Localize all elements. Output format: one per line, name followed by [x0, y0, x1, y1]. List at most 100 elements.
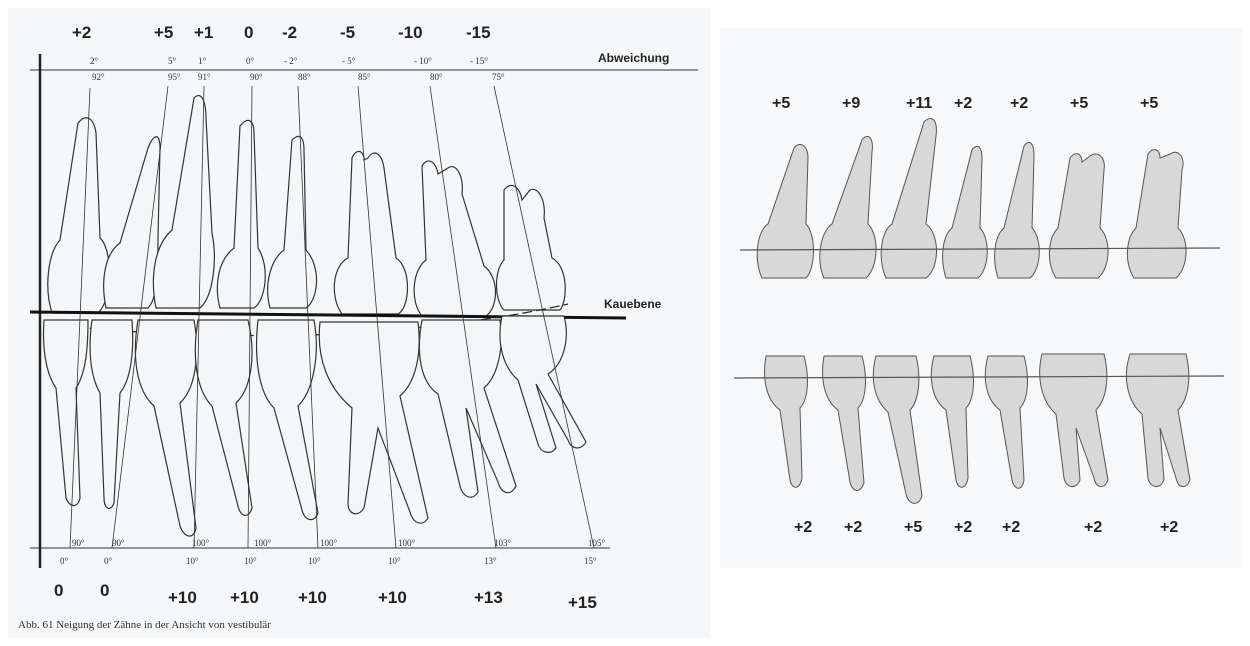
upper-value: +5: [1140, 95, 1158, 112]
top-angle: 88°: [298, 72, 311, 82]
lower-value: +2: [1084, 519, 1102, 536]
bottom-value: +13: [474, 588, 503, 607]
lower-specimen: [873, 356, 922, 503]
top-angle: - 5°: [342, 56, 356, 66]
lower-teeth: [44, 316, 587, 536]
upper-value: +2: [1010, 95, 1028, 112]
upper-tooth: [497, 185, 566, 310]
top-value: -10: [398, 23, 423, 42]
upper-tooth: [334, 151, 407, 314]
bottom-angle: 105°: [588, 538, 606, 548]
top-value: -15: [466, 23, 491, 42]
lower-value: +2: [1002, 519, 1020, 536]
lower-tooth: [195, 320, 252, 515]
upper-tooth: [153, 96, 214, 308]
upper-tooth: [414, 161, 495, 316]
lower-value: +2: [1160, 519, 1178, 536]
bottom-angles: 90° 90° 100° 100° 100° 100° 103° 105° 0°…: [60, 538, 606, 566]
bottom-value: +15: [568, 593, 597, 612]
lower-tooth: [135, 320, 196, 536]
lower-values: +2 +2 +5 +2 +2 +2 +2: [794, 519, 1178, 536]
lower-specimen: [823, 356, 866, 490]
top-angle: - 15°: [470, 56, 488, 66]
bottom-value: 0: [54, 581, 63, 600]
upper-specimen: [943, 146, 988, 278]
figure-caption: Abb. 61 Neigung der Zähne in der Ansicht…: [18, 619, 271, 631]
upper-tooth: [268, 136, 317, 308]
bottom-angle: 90°: [72, 538, 85, 548]
lower-value: +5: [904, 519, 922, 536]
upper-value: +2: [954, 95, 972, 112]
top-angle: 75°: [492, 72, 505, 82]
top-angle: 80°: [430, 72, 443, 82]
lower-specimen: [985, 356, 1027, 488]
top-angle: 95°: [168, 72, 181, 82]
top-angle: 1°: [198, 56, 207, 66]
lower-tooth: [500, 316, 586, 452]
top-value: 0: [244, 23, 253, 42]
bottom-angle: 10°: [308, 556, 321, 566]
bottom-angle: 103°: [494, 538, 512, 548]
bottom-angle: 0°: [60, 556, 69, 566]
upper-specimen: [995, 142, 1040, 278]
bottom-value: +10: [230, 588, 259, 607]
bottom-value: +10: [298, 588, 327, 607]
bottom-angle: 10°: [388, 556, 401, 566]
lower-value: +2: [954, 519, 972, 536]
bottom-angle: 13°: [484, 556, 497, 566]
lower-value: +2: [794, 519, 812, 536]
upper-specimens: [757, 118, 1186, 278]
bottom-value: +10: [168, 588, 197, 607]
bottom-angle: 0°: [104, 556, 113, 566]
diagram-svg: +2 +5 +1 0 -2 -5 -10 -15 2° 5° 1° 0° - 2…: [8, 8, 710, 638]
top-value: -5: [340, 23, 355, 42]
bottom-angle: 90°: [112, 538, 125, 548]
top-angle: 90°: [250, 72, 263, 82]
bottom-values: 0 0 +10 +10 +10 +10 +13 +15: [54, 581, 597, 612]
top-angles: 2° 5° 1° 0° - 2° - 5° - 10° - 15° 92° 95…: [90, 56, 505, 82]
lower-specimen: [1126, 354, 1190, 487]
lower-specimen: [765, 356, 808, 487]
bottom-value: 0: [100, 581, 109, 600]
bottom-angle: 100°: [254, 538, 272, 548]
lower-specimen: [1040, 354, 1108, 487]
label-kauebene: Kauebene: [604, 297, 662, 311]
top-value: +1: [194, 23, 213, 42]
lower-tooth: [257, 320, 318, 520]
tooth-specimens-photo: +5 +9 +11 +2 +2 +5 +5: [720, 28, 1242, 568]
upper-specimen: [881, 118, 936, 278]
top-angle: 0°: [246, 56, 255, 66]
top-angle: 91°: [198, 72, 211, 82]
lower-tooth: [90, 320, 133, 508]
lower-value: +2: [844, 519, 862, 536]
bottom-angle: 10°: [186, 556, 199, 566]
bottom-angle: 100°: [320, 538, 338, 548]
label-abweichung: Abweichung: [598, 51, 669, 65]
bottom-angle: 15°: [584, 556, 597, 566]
bottom-angle: 100°: [192, 538, 210, 548]
top-values: +2 +5 +1 0 -2 -5 -10 -15: [72, 23, 491, 42]
bottom-value: +10: [378, 588, 407, 607]
bottom-angle: 100°: [398, 538, 416, 548]
lower-tooth: [319, 322, 428, 523]
top-angle: 2°: [90, 56, 99, 66]
lower-specimen: [931, 356, 973, 487]
top-angle: 85°: [358, 72, 371, 82]
top-value: -2: [282, 23, 297, 42]
upper-tooth: [217, 120, 265, 308]
upper-value: +5: [772, 95, 790, 112]
top-angle: 5°: [168, 56, 177, 66]
top-angle: - 2°: [284, 56, 298, 66]
upper-value: +9: [842, 95, 860, 112]
top-value: +5: [154, 23, 173, 42]
upper-specimen: [820, 136, 876, 278]
upper-specimen: [1049, 154, 1108, 278]
top-angle: 92°: [92, 72, 105, 82]
top-angle: - 10°: [414, 56, 432, 66]
upper-tooth: [48, 118, 110, 313]
upper-specimen: [1127, 150, 1186, 278]
upper-values: +5 +9 +11 +2 +2 +5 +5: [772, 95, 1158, 112]
upper-specimen: [757, 144, 813, 278]
specimens-svg: +5 +9 +11 +2 +2 +5 +5: [720, 28, 1242, 568]
bottom-angle: 10°: [244, 556, 257, 566]
